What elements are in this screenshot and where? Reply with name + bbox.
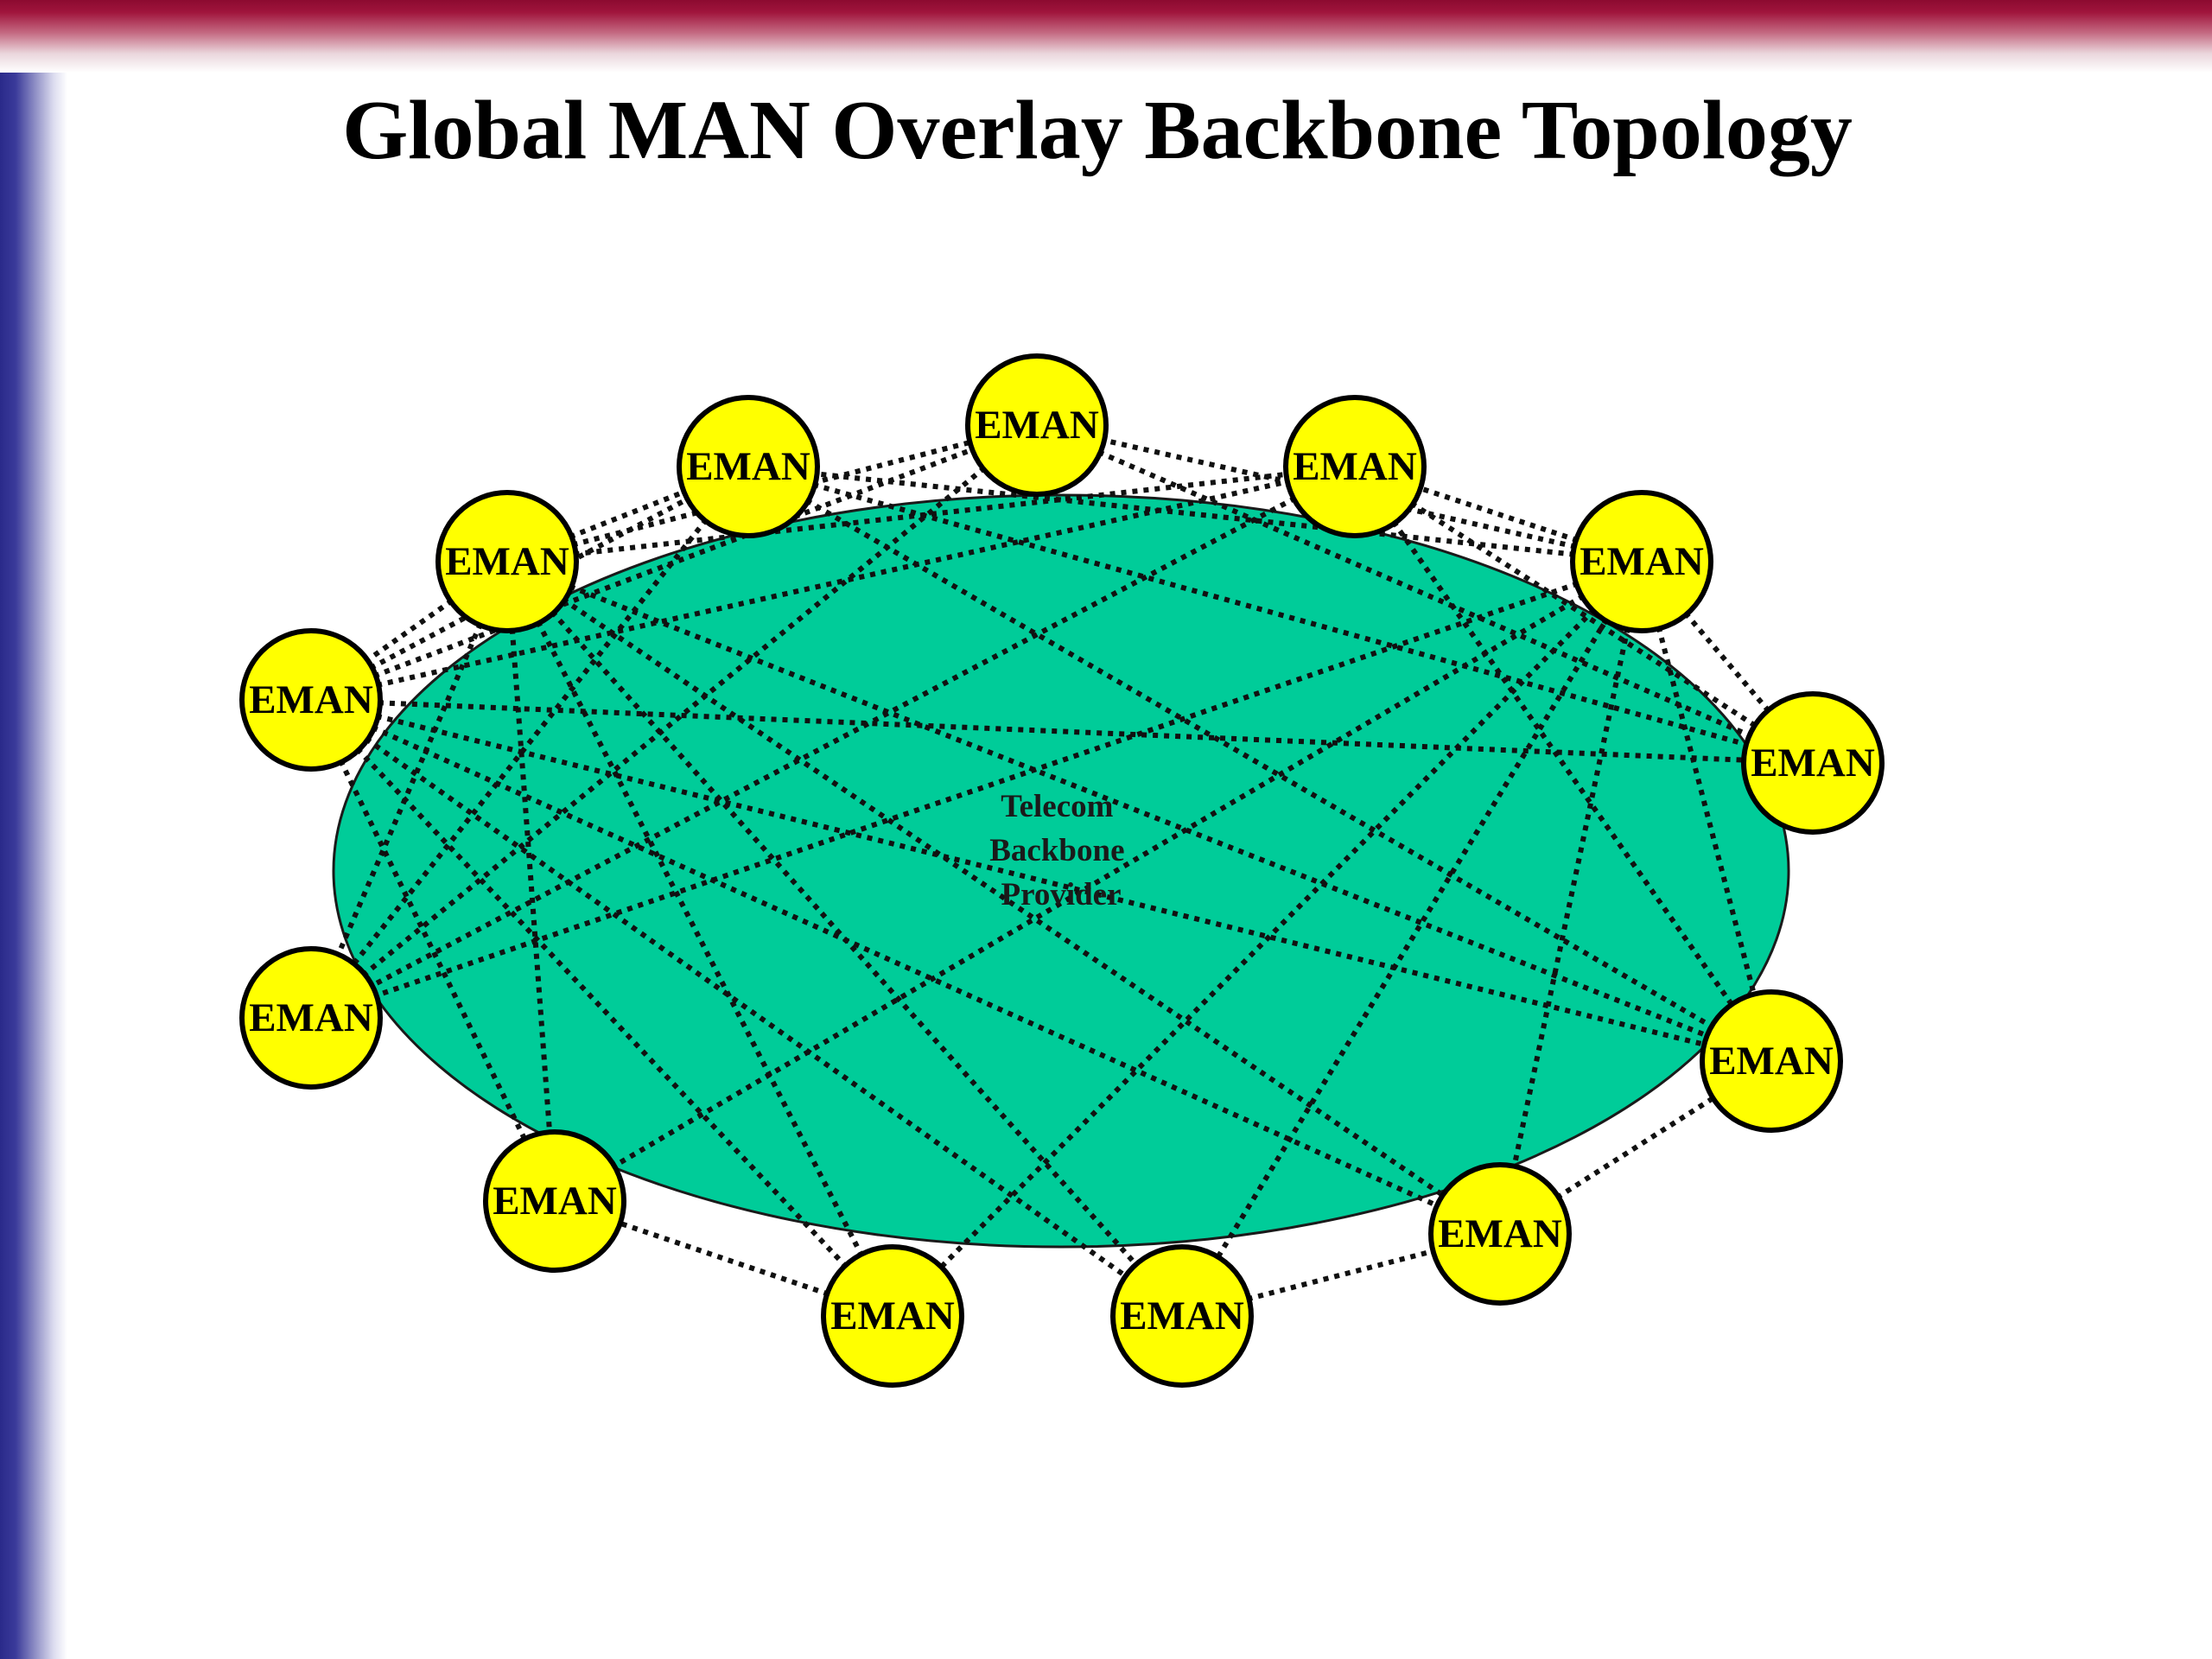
eman-node-label: EMAN bbox=[493, 1179, 617, 1224]
eman-node-circle bbox=[821, 1244, 964, 1388]
eman-node-label: EMAN bbox=[1293, 444, 1417, 489]
backbone-label-line-2: Backbone bbox=[989, 833, 1124, 868]
eman-node: EMAN bbox=[1741, 691, 1885, 835]
link-n2-n8 bbox=[308, 465, 751, 1020]
eman-node: EMAN bbox=[1700, 989, 1843, 1133]
backbone-label-line-3: Provider bbox=[1001, 877, 1121, 912]
link-n5-n13 bbox=[1179, 560, 1644, 1318]
eman-node-circle bbox=[965, 353, 1109, 497]
link-n6-n3 bbox=[310, 464, 1356, 702]
link-n3-n9 bbox=[1352, 465, 1774, 1063]
eman-node-circle bbox=[1741, 691, 1885, 835]
backbone-label-line-1: Telecom bbox=[1001, 789, 1113, 824]
link-n11-n9 bbox=[1498, 1058, 1773, 1236]
eman-node: EMAN bbox=[483, 1129, 626, 1273]
eman-node-label: EMAN bbox=[830, 1294, 955, 1338]
nodes-layer: EMAN EMAN EMAN EMAN EMAN EMAN EMAN EMAN EMAN EMAN… bbox=[239, 353, 1885, 1388]
link-n6-n10 bbox=[308, 698, 557, 1203]
link-n5-n1 bbox=[1036, 423, 1643, 564]
eman-node: EMAN bbox=[239, 946, 383, 1090]
backbone-label: Telecom Backbone Provider bbox=[989, 789, 1133, 912]
eman-node-circle bbox=[239, 946, 383, 1090]
link-n6-n9 bbox=[310, 697, 1772, 1064]
eman-node: EMAN bbox=[435, 490, 579, 633]
links-layer bbox=[308, 423, 1815, 1319]
eman-node-label: EMAN bbox=[445, 539, 569, 584]
left-accent-bar bbox=[0, 73, 67, 1659]
eman-node-label: EMAN bbox=[1580, 539, 1704, 584]
link-n2-n7 bbox=[747, 464, 1814, 766]
eman-node-circle bbox=[1283, 395, 1427, 538]
link-n4-n11 bbox=[505, 559, 1502, 1236]
link-n6-n13 bbox=[309, 697, 1184, 1319]
eman-node: EMAN bbox=[677, 395, 820, 538]
link-n5-n2 bbox=[747, 464, 1643, 564]
eman-node-label: EMAN bbox=[1709, 1039, 1834, 1084]
eman-node: EMAN bbox=[821, 1244, 964, 1388]
eman-node: EMAN bbox=[1283, 395, 1427, 538]
eman-node-circle bbox=[1700, 989, 1843, 1133]
eman-node-label: EMAN bbox=[249, 677, 373, 722]
eman-node-circle bbox=[483, 1129, 626, 1273]
link-n5-n10 bbox=[553, 559, 1643, 1204]
link-n6-n7 bbox=[310, 697, 1814, 766]
eman-node: EMAN bbox=[1570, 490, 1713, 633]
link-n5-n12 bbox=[890, 559, 1644, 1319]
link-n5-n11 bbox=[1497, 561, 1644, 1235]
link-n4-n8 bbox=[308, 560, 510, 1020]
eman-node: EMAN bbox=[965, 353, 1109, 497]
backbone-ellipse bbox=[332, 493, 1790, 1249]
eman-node: EMAN bbox=[1428, 1162, 1572, 1306]
link-n4-n9 bbox=[505, 559, 1773, 1064]
eman-node-circle bbox=[1570, 490, 1713, 633]
link-n3-n7 bbox=[1353, 464, 1815, 766]
eman-node-label: EMAN bbox=[1438, 1211, 1562, 1256]
eman-node-label: EMAN bbox=[1120, 1294, 1244, 1338]
eman-node-circle bbox=[1428, 1162, 1572, 1306]
eman-node: EMAN bbox=[239, 628, 383, 772]
top-accent-bar bbox=[0, 0, 2212, 73]
link-n6-n11 bbox=[309, 697, 1502, 1236]
page-title: Global MAN Overlay Backbone Topology bbox=[342, 84, 1853, 177]
eman-node-circle bbox=[239, 628, 383, 772]
eman-node: EMAN bbox=[1110, 1244, 1254, 1388]
eman-node-circle bbox=[677, 395, 820, 538]
eman-node-circle bbox=[435, 490, 579, 633]
eman-node-circle bbox=[1110, 1244, 1254, 1388]
link-n4-n3 bbox=[506, 464, 1356, 564]
link-n5-n8 bbox=[310, 559, 1643, 1020]
eman-node-label: EMAN bbox=[1751, 741, 1875, 785]
eman-node-label: EMAN bbox=[249, 995, 373, 1040]
link-n5-n9 bbox=[1639, 561, 1774, 1062]
eman-node-label: EMAN bbox=[686, 444, 810, 489]
eman-node-label: EMAN bbox=[975, 403, 1099, 448]
